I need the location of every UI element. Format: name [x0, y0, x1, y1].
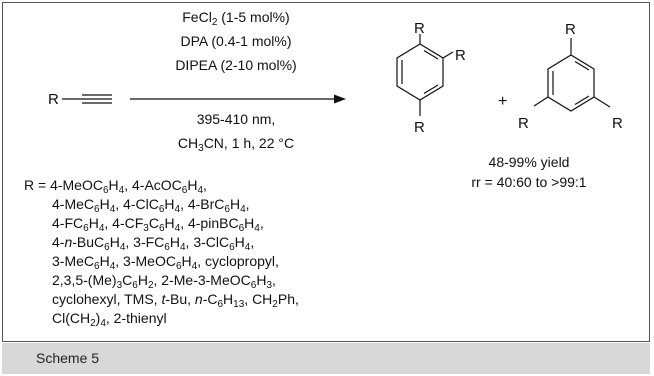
product2-r-right: R: [612, 115, 623, 132]
substituent-line: 2,3,5-(Me)3C6H2, 2-Me-3-MeOC6H3,: [52, 272, 276, 291]
product-135-benzene: [533, 38, 611, 112]
product1-r-top: R: [414, 20, 425, 37]
yield-text: 48-99% yield: [489, 154, 570, 170]
condition-wavelength: 395-410 nm,: [197, 111, 276, 127]
product2-r-left: R: [518, 115, 529, 132]
scheme-caption: Scheme 5: [36, 350, 100, 366]
substituent-line: R = 4-MeOC6H4, 4-AcOC6H4,: [24, 177, 207, 196]
substituent-line: Cl(CH2)4, 2-thienyl: [52, 310, 167, 329]
substituent-line: 4-MeC6H4, 4-ClC6H4, 4-BrC6H4,: [52, 196, 250, 215]
product2-r-top: R: [565, 21, 576, 38]
condition-base: DIPEA (2-10 mol%): [175, 57, 296, 73]
condition-photocatalyst: DPA (0.4-1 mol%): [181, 33, 292, 49]
product-124-benzene: [396, 34, 454, 116]
caption-bar: [2, 343, 650, 374]
substituent-line: cyclohexyl, TMS, t-Bu, n-C6H13, CH2Ph,: [52, 291, 299, 310]
product1-r-bottom: R: [414, 119, 425, 136]
reactant-r-label: R: [48, 91, 59, 108]
substituent-line: 3-MeC6H4, 3-MeOC6H4, cyclopropyl,: [52, 253, 279, 272]
substituent-line: 4-n-BuC6H4, 3-FC6H4, 3-ClC6H4,: [52, 234, 254, 253]
condition-catalyst: FeCl2 (1-5 mol%): [182, 9, 289, 28]
scheme-frame: [2, 2, 650, 342]
reaction-arrow: [130, 94, 346, 104]
substituent-line: 4-FC6H4, 4-CF3C6H4, 4-pinBC6H4,: [52, 215, 264, 234]
substituent-list: R = 4-MeOC6H4, 4-AcOC6H4, 4-MeC6H4, 4-Cl…: [24, 177, 299, 329]
alkyne-bond: [62, 94, 112, 104]
regio-ratio-text: rr = 40:60 to >99:1: [471, 174, 586, 190]
product1-r-right: R: [455, 47, 466, 64]
plus-sign: +: [498, 93, 507, 110]
condition-solvent: CH3CN, 1 h, 22 °C: [178, 135, 294, 154]
